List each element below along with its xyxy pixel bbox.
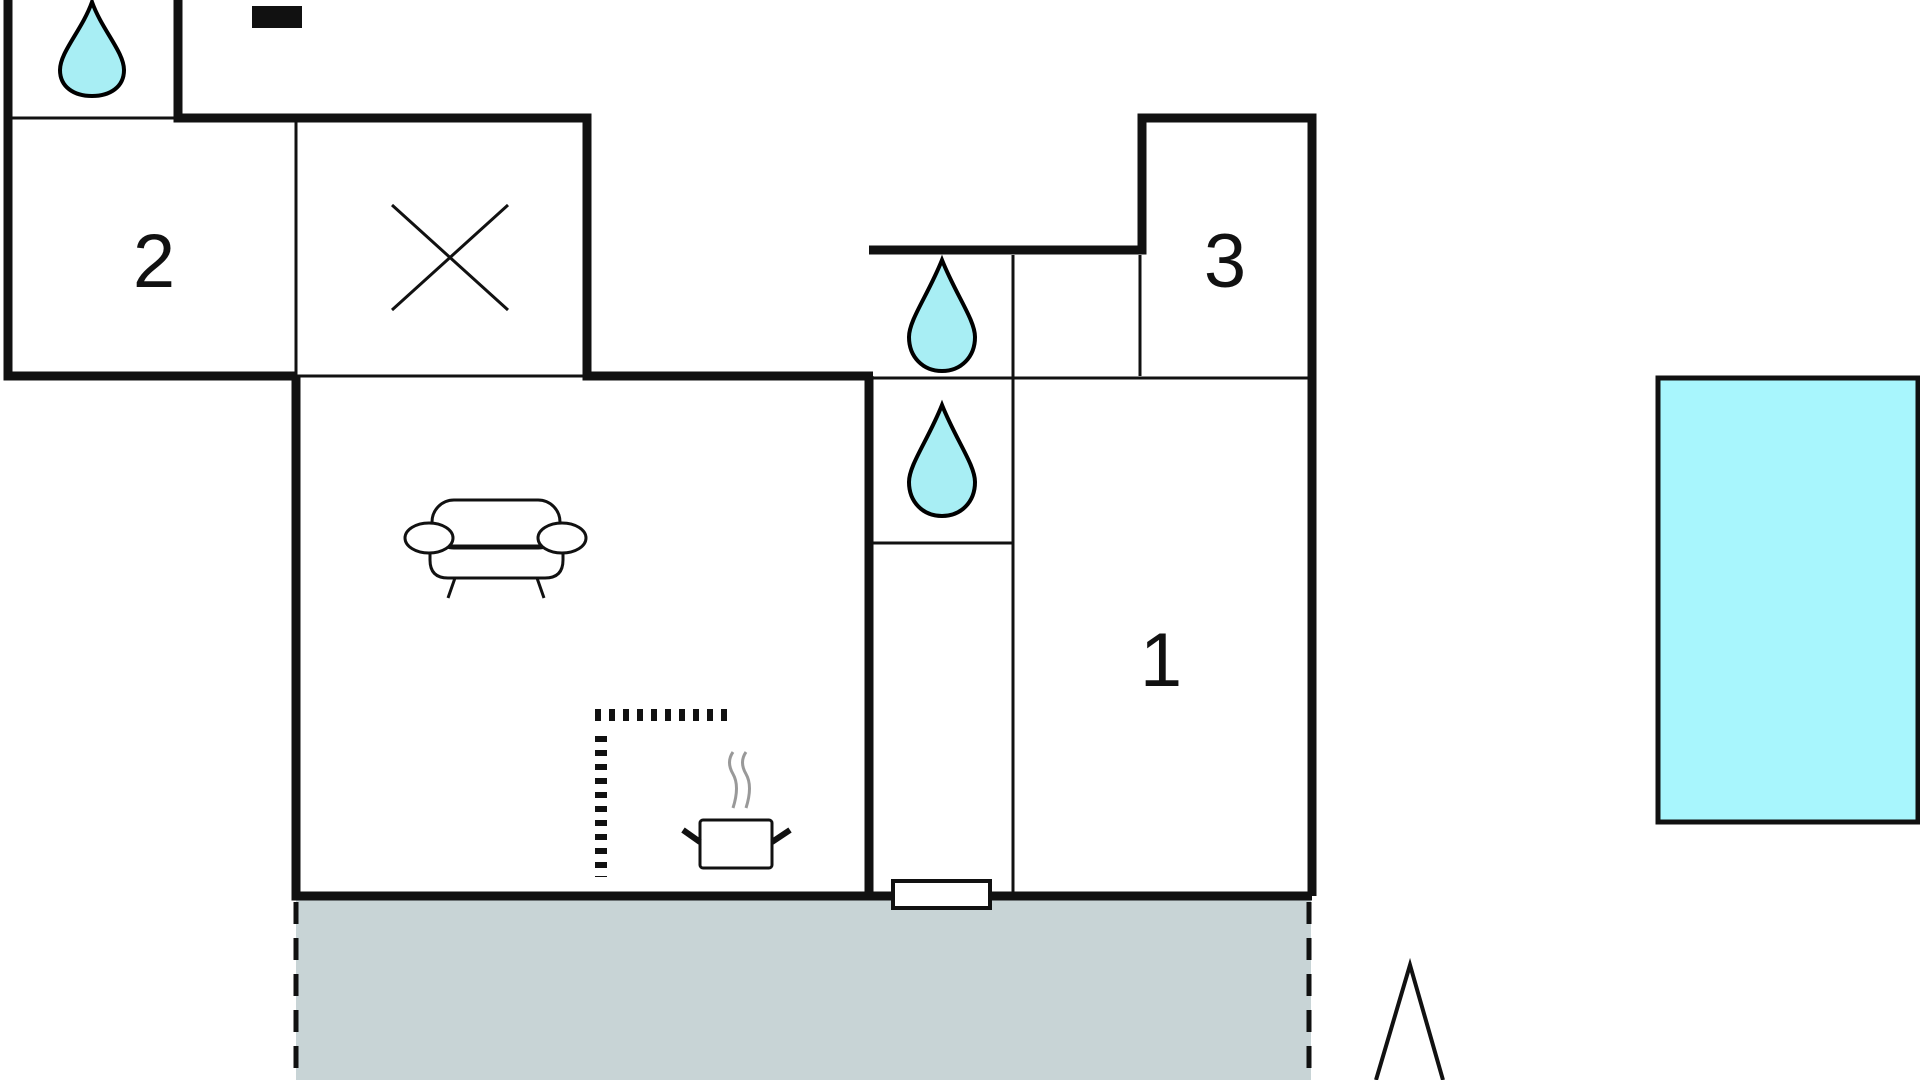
water-drop-icon: [57, 0, 127, 99]
room-2-label: 2: [133, 219, 175, 304]
terrace: [293, 898, 1312, 1080]
swimming-pool: [1655, 375, 1920, 825]
kitchen-counter-icon: [595, 709, 735, 877]
exterior-walls: [3, 0, 1317, 901]
water-drop-icon: [906, 254, 978, 374]
terrace-fill: [296, 898, 1311, 1080]
room-1-label: 1: [1140, 618, 1182, 703]
wall-marker: [252, 6, 302, 28]
tree-icon: [1374, 957, 1445, 1080]
water-drop-icon: [906, 399, 978, 519]
door-icon: [891, 879, 992, 910]
x-mark-icon: [390, 203, 510, 312]
cooking-pot-icon: [681, 751, 792, 870]
sofa-icon: [403, 498, 588, 599]
interior-walls: [10, 116, 1312, 894]
room-3-label: 3: [1204, 219, 1246, 304]
